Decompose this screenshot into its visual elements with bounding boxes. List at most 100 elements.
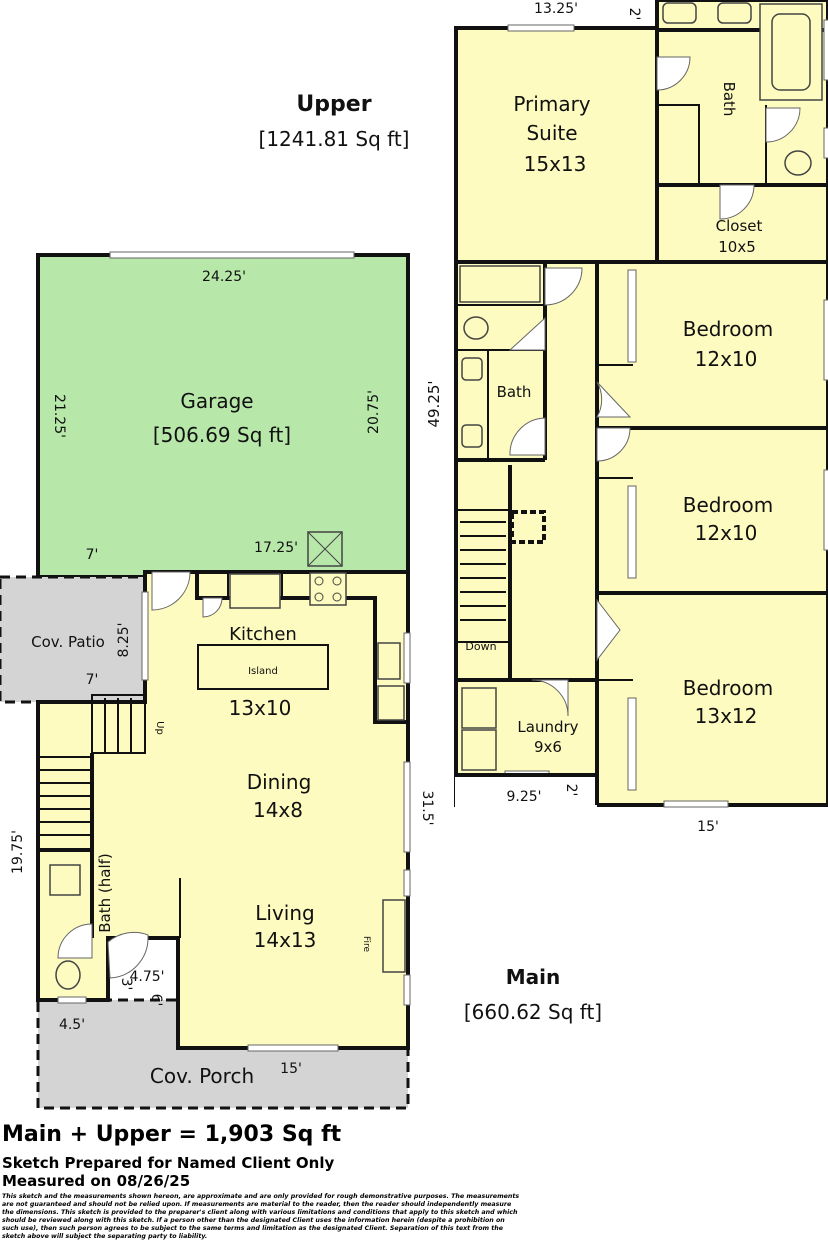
room-label: Cov. Patio [31,633,105,651]
measured-date: Measured on 08/26/25 [2,1172,191,1190]
door-swing[interactable] [656,56,691,91]
room-label: Laundry [517,718,578,736]
dimension-label: 9.25' [506,789,541,805]
door-swing[interactable] [765,107,801,143]
stove-icon [309,572,347,606]
pantry-icon [377,685,405,721]
closet-door[interactable] [627,485,637,579]
garage-door[interactable] [109,251,355,259]
dimension-label: 20.75' [366,390,382,434]
staircase-up[interactable] [91,694,146,754]
room-size: 13x12 [695,704,758,728]
garage-area: [506.69 Sq ft] [153,423,291,447]
total-area: Main + Upper = 1,903 Sq ft [2,1122,342,1147]
room-size: 15x13 [524,152,587,176]
door-swing[interactable] [719,184,755,220]
window [403,761,411,853]
door-swing[interactable] [544,267,583,306]
window [57,996,87,1004]
door-swing[interactable] [508,316,546,351]
garage [36,253,410,579]
main-floor-plan: Main [660.62 Sq ft] Garage [506.69 Sq ft… [0,251,602,1110]
toilet-icon [55,960,81,990]
fireplace-icon [382,899,406,973]
closet-door[interactable] [627,697,637,791]
door-swing[interactable] [151,571,191,611]
window [247,1044,339,1052]
room-label: Closet [716,217,763,235]
patio-door[interactable] [141,591,149,681]
room-size: 12x10 [695,521,758,545]
dimension-label: 15' [697,819,719,835]
dimension-label: 7' [86,672,99,688]
door-swing[interactable] [107,931,149,979]
room-label: Primary [513,92,590,116]
dimension-label: 31.5' [419,790,435,825]
room-label: Kitchen [229,624,297,645]
door-swing[interactable] [202,597,223,618]
stairs-label: Up [154,721,165,735]
dimension-label: 3' [118,978,134,991]
water-heater-icon [307,531,343,567]
upper-floor-plan: Upper [1241.81 Sq ft] Primary Suite 15x1… [259,0,828,835]
room-label: Living [255,901,314,925]
window [823,299,828,381]
toilet-icon [463,316,489,340]
bathtub-icon [459,265,541,303]
main-title: Main [506,965,561,989]
sink-icon [229,573,281,609]
shower-icon [656,104,700,186]
main-area: [660.62 Sq ft] [464,1000,602,1024]
room-label: Suite [526,121,577,145]
door-swing[interactable] [596,381,632,418]
sink-icon [49,864,81,896]
kitchen-island [197,644,329,690]
bathtub-basin [771,13,811,91]
dimension-label: 8.25' [116,622,132,657]
sink-icon [662,2,697,24]
room-size: 9x6 [534,738,562,756]
room-label: Bath (half) [96,853,114,933]
room-label: Bedroom [683,317,773,341]
dimension-label: 21.25' [51,394,67,438]
dimension-label: 4.5' [59,1017,85,1033]
upper-area: [1241.81 Sq ft] [259,127,410,151]
door-swing[interactable] [531,679,569,717]
door-swing[interactable] [509,417,546,456]
sink-icon [717,2,752,24]
dimension-label: 13.25' [534,1,578,17]
door-swing[interactable] [57,923,93,959]
window [507,24,575,32]
dimension-label: 7' [86,547,99,563]
room-label: Dining [247,770,312,794]
dimension-label: 2' [626,8,642,21]
dimension-label: 4.75' [129,969,164,985]
dimension-label: 19.75' [10,830,26,874]
dimension-label: 2' [563,784,579,797]
room-label: Bedroom [683,493,773,517]
room-size: 10x5 [718,238,756,256]
stairs-label: Down [465,640,496,653]
refrigerator-icon [377,642,401,680]
sink-icon [461,424,483,448]
room-size: 12x10 [695,347,758,371]
disclaimer: This sketch and the measurements shown h… [2,1193,520,1240]
dimension-label: 6' [148,994,164,1007]
dimension-label: 15' [280,1061,302,1077]
island-label: Island [248,666,278,677]
bifold-door[interactable] [596,598,621,662]
window [403,632,411,684]
closet-door[interactable] [627,269,637,363]
window [823,469,828,551]
dimension-label: 17.25' [254,540,298,556]
toilet-icon [784,150,812,176]
dryer-icon [461,729,497,771]
dimension-label: 49.25' [425,380,443,427]
window [663,800,729,808]
window [403,974,411,1006]
covered-patio [0,575,147,704]
room-size: 14x13 [254,928,317,952]
room-label: Bath [497,383,532,401]
door-swing[interactable] [596,427,631,462]
